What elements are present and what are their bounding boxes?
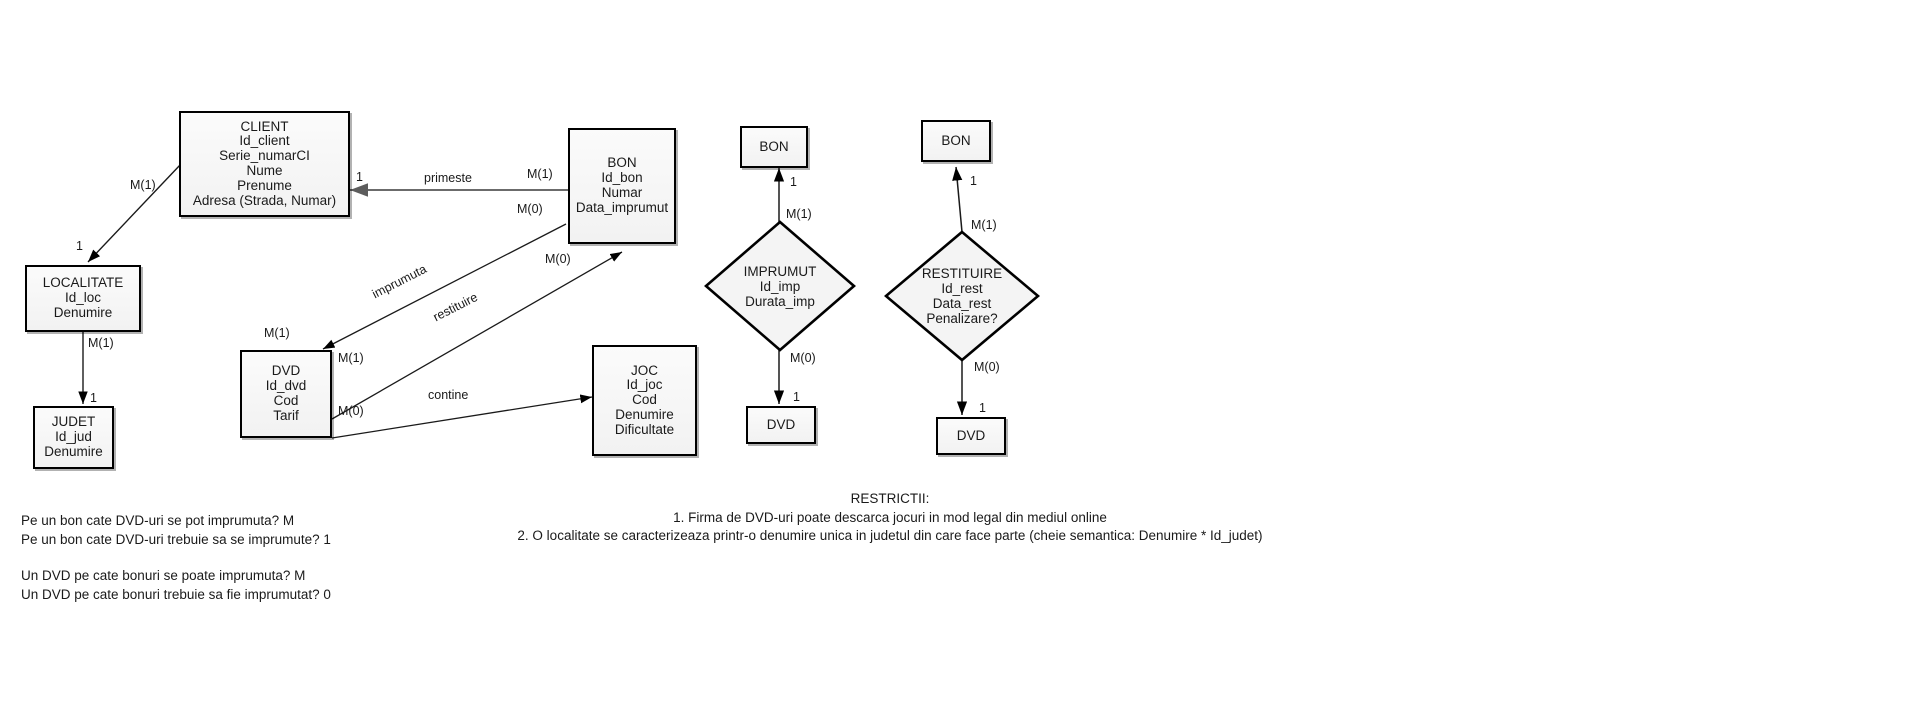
entity-localitate-attr-1: Denumire bbox=[53, 304, 113, 320]
cardinality-contine-dvd-side: M(0) bbox=[338, 404, 364, 418]
entity-client-attr-2: Nume bbox=[246, 163, 283, 178]
restriction-item-1: 2. O localitate se caracterizeaza printr… bbox=[517, 528, 1263, 543]
relationship-restituire[interactable]: RESTITUIRE Id_rest Data_rest Penalizare? bbox=[884, 230, 1040, 362]
edge-imprumuta-bon-dvd bbox=[322, 223, 567, 350]
cardinality-localitate-judet-source: M(1) bbox=[88, 336, 114, 350]
questions-block: Pe un bon cate DVD-uri se pot imprumuta?… bbox=[21, 512, 331, 604]
diamond-shape-restituire bbox=[884, 230, 1040, 362]
cardinality-imprumuta-bon-side: M(0) bbox=[517, 202, 543, 216]
cardinality-client-localitate-source: M(1) bbox=[130, 178, 156, 192]
entity-joc-attr-1: Cod bbox=[632, 392, 657, 408]
relationship-label-imprumuta: imprumuta bbox=[369, 261, 429, 302]
entity-joc-attr-3: Dificultate bbox=[614, 421, 675, 437]
cardinality-primeste-bon-side: M(1) bbox=[527, 167, 553, 181]
relationship-imprumut[interactable]: IMPRUMUT Id_imp Durata_imp bbox=[704, 220, 856, 352]
restrictions-title: RESTRICTII: bbox=[850, 491, 930, 506]
cardinality-restituire-dvd-target: 1 bbox=[979, 401, 986, 415]
entity-bon-title: BON bbox=[607, 155, 637, 171]
restrictions-block: RESTRICTII: 1. Firma de DVD-uri poate de… bbox=[390, 490, 1390, 546]
entity-judet[interactable]: JUDET Id_jud Denumire bbox=[33, 406, 114, 469]
cardinality-restituire-bon-target: 1 bbox=[970, 174, 977, 188]
question-spacer bbox=[21, 549, 331, 567]
question-line-2: Un DVD pe cate bonuri se poate imprumuta… bbox=[21, 568, 306, 583]
entity-bon-attr-0: Id_bon bbox=[601, 170, 643, 186]
entity-bon[interactable]: BON Id_bon Numar Data_imprumut bbox=[568, 128, 676, 244]
relationship-restituire-attr-2: Penalizare? bbox=[926, 311, 998, 326]
cardinality-imprumut-dvd-target: 1 bbox=[793, 390, 800, 404]
cardinality-imprumut-bon-side: M(1) bbox=[786, 207, 812, 221]
entity-judet-attr-1: Denumire bbox=[44, 443, 103, 459]
entity-dvd-ref-restituire-title: DVD bbox=[956, 427, 986, 443]
entity-client-title: CLIENT bbox=[240, 118, 289, 134]
entity-localitate-attr-0: Id_loc bbox=[64, 290, 102, 306]
edge-restituire-dvd-bon bbox=[331, 251, 623, 420]
entity-bon-attr-2: Data_imprumut bbox=[575, 199, 669, 215]
entity-joc[interactable]: JOC Id_joc Cod Denumire Dificultate bbox=[592, 345, 697, 456]
entity-bon-attr-1: Numar bbox=[601, 185, 643, 200]
entity-client-attr-4: Adresa (Strada, Numar) bbox=[192, 192, 337, 208]
entity-dvd-ref-imprumut-title: DVD bbox=[766, 416, 796, 432]
entity-client-attr-0: Id_client bbox=[239, 133, 290, 149]
entity-joc-attr-2: Denumire bbox=[615, 406, 674, 422]
entity-judet-title: JUDET bbox=[51, 414, 96, 430]
entity-judet-attr-0: Id_jud bbox=[55, 429, 92, 445]
cardinality-restituire-bon-top: M(1) bbox=[971, 218, 997, 232]
edge-contine-dvd-joc bbox=[331, 394, 593, 439]
restriction-item-0: 1. Firma de DVD-uri poate descarca jocur… bbox=[673, 509, 1107, 525]
entity-client-attr-3: Prenume bbox=[237, 177, 292, 193]
cardinality-imprumut-bon-target: 1 bbox=[790, 175, 797, 189]
cardinality-restituire-dvd-side: M(1) bbox=[338, 351, 364, 365]
question-line-0: Pe un bon cate DVD-uri se pot imprumuta?… bbox=[21, 513, 295, 528]
entity-dvd-ref-imprumut[interactable]: DVD bbox=[746, 406, 816, 444]
entity-dvd[interactable]: DVD Id_dvd Cod Tarif bbox=[240, 350, 332, 438]
entity-localitate[interactable]: LOCALITATE Id_loc Denumire bbox=[25, 265, 141, 332]
entity-dvd-title: DVD bbox=[271, 363, 301, 379]
cardinality-imprumut-dvd-side: M(0) bbox=[790, 351, 816, 365]
entity-bon-ref-restituire-title: BON bbox=[941, 132, 971, 148]
cardinality-primeste-client-side: 1 bbox=[356, 170, 363, 184]
edge-restituire-bon bbox=[952, 166, 963, 233]
entity-client[interactable]: CLIENT Id_client Serie_numarCI Nume Pren… bbox=[179, 111, 350, 217]
cardinality-restituire-bon-side: M(0) bbox=[545, 252, 571, 266]
cardinality-client-localitate-target: 1 bbox=[76, 239, 83, 253]
entity-client-attr-1: Serie_numarCI bbox=[219, 148, 310, 164]
entity-dvd-ref-restituire[interactable]: DVD bbox=[936, 417, 1006, 455]
relationship-restituire-title: RESTITUIRE bbox=[921, 266, 1003, 281]
cardinality-imprumuta-dvd-side: M(1) bbox=[264, 326, 290, 340]
relationship-imprumut-attr-1: Durata_imp bbox=[745, 293, 815, 309]
entity-dvd-attr-0: Id_dvd bbox=[265, 378, 307, 394]
relationship-imprumut-title: IMPRUMUT bbox=[743, 263, 817, 279]
diamond-shape-imprumut bbox=[704, 220, 856, 352]
cardinality-restituire-dvd-bottom: M(0) bbox=[974, 360, 1000, 374]
entity-joc-attr-0: Id_joc bbox=[626, 377, 663, 393]
entity-joc-title: JOC bbox=[631, 362, 658, 378]
relationship-restituire-attr-0: Id_rest bbox=[941, 281, 983, 296]
entity-dvd-attr-1: Cod bbox=[273, 393, 299, 408]
entity-bon-ref-imprumut-title: BON bbox=[759, 138, 789, 154]
question-line-1: Pe un bon cate DVD-uri trebuie sa se imp… bbox=[21, 531, 331, 547]
question-line-3: Un DVD pe cate bonuri trebuie sa fie imp… bbox=[21, 586, 331, 602]
entity-bon-ref-restituire[interactable]: BON bbox=[921, 120, 991, 162]
entity-localitate-title: LOCALITATE bbox=[42, 275, 124, 291]
relationship-label-contine: contine bbox=[428, 388, 469, 402]
relationship-label-primeste: primeste bbox=[424, 171, 472, 185]
relationship-imprumut-attr-0: Id_imp bbox=[759, 278, 801, 294]
entity-dvd-attr-2: Tarif bbox=[273, 407, 299, 423]
relationship-restituire-attr-1: Data_rest bbox=[932, 296, 992, 311]
cardinality-localitate-judet-target: 1 bbox=[90, 391, 97, 405]
relationship-label-restituire: restituire bbox=[430, 289, 480, 325]
entity-bon-ref-imprumut[interactable]: BON bbox=[740, 126, 808, 168]
